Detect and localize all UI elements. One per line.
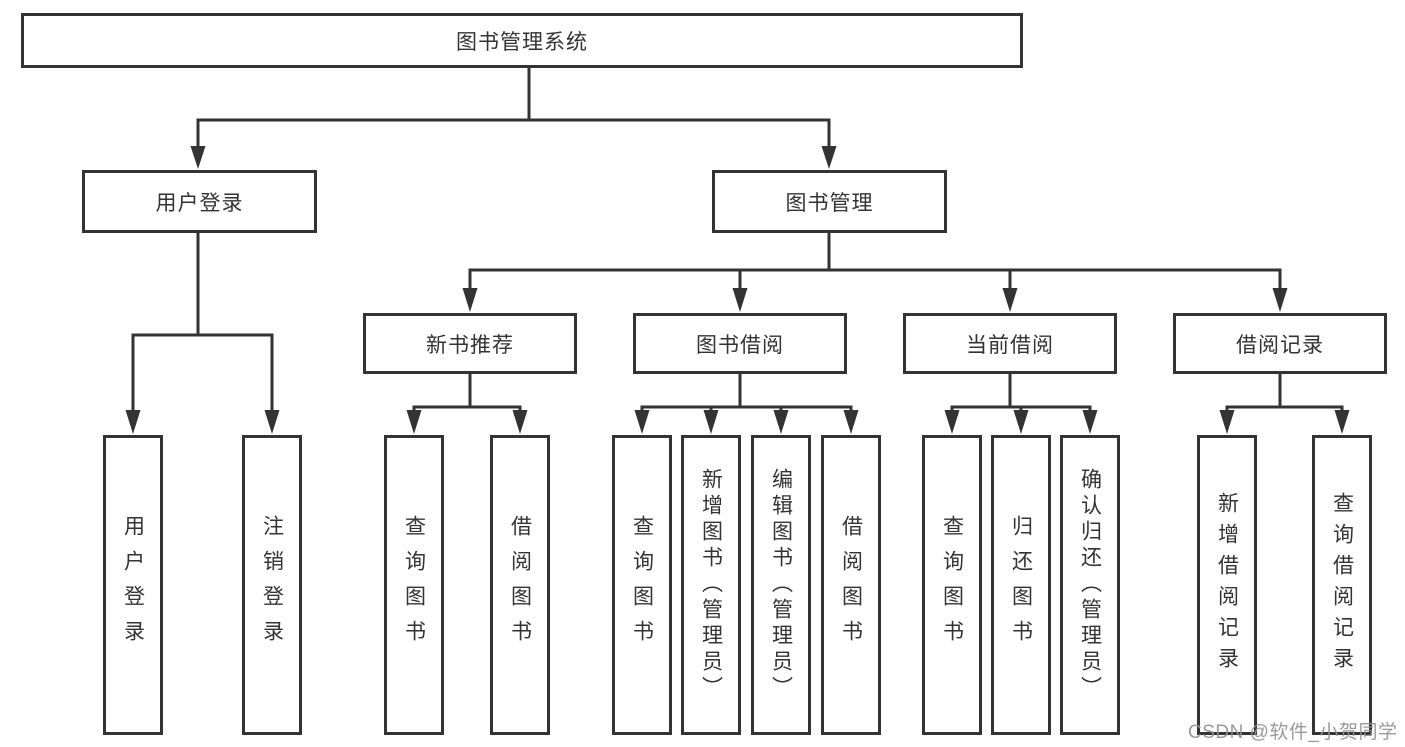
node-new-book-recommend-label: 新书推荐 (426, 333, 514, 357)
node-user-login-label: 用户登录 (155, 191, 244, 215)
leaf-add-book-admin: 新增图书（管理员） (681, 435, 741, 735)
leaf-query-borrow-record-label: 查询借阅记录 (1330, 492, 1354, 678)
connector-root-to-level2 (190, 68, 837, 169)
leaf-user-login: 用户登录 (103, 435, 163, 735)
node-borrowing-records: 借阅记录 (1173, 313, 1387, 374)
leaf-add-borrow-record-label: 新增借阅记录 (1215, 492, 1239, 678)
leaf-confirm-return-admin-label: 确认归还（管理员） (1078, 468, 1102, 702)
node-new-book-recommend: 新书推荐 (363, 313, 577, 374)
node-root-label: 图书管理系统 (456, 30, 588, 54)
leaf-borrow-book-newbooks-label: 借阅图书 (508, 515, 532, 655)
leaf-query-books-borrow-label: 查询图书 (630, 515, 654, 655)
connector-book-borrow-to-leaves (634, 374, 859, 434)
leaf-query-books-current: 查询图书 (922, 435, 982, 735)
node-book-management-label: 图书管理 (785, 191, 874, 215)
leaf-confirm-return-admin: 确认归还（管理员） (1060, 435, 1120, 735)
node-book-borrowing: 图书借阅 (633, 313, 847, 374)
connector-new-books-to-leaves (406, 374, 528, 434)
leaf-add-borrow-record: 新增借阅记录 (1197, 435, 1257, 735)
csdn-watermark: CSDN @软件_小贺同学 (1188, 722, 1398, 743)
leaf-query-books-current-label: 查询图书 (940, 515, 964, 655)
leaf-borrow-book-label: 借阅图书 (839, 515, 863, 655)
connector-current-borrow-to-leaves (944, 374, 1098, 434)
node-book-management: 图书管理 (712, 170, 947, 233)
leaf-query-books-newbooks: 查询图书 (384, 435, 444, 735)
connector-book-mgmt-to-level3 (462, 233, 1288, 312)
node-borrowing-records-label: 借阅记录 (1236, 333, 1324, 357)
leaf-logout: 注销登录 (242, 435, 302, 735)
leaf-add-book-admin-label: 新增图书（管理员） (699, 468, 723, 702)
node-user-login: 用户登录 (82, 170, 317, 233)
leaf-query-books-borrow: 查询图书 (612, 435, 672, 735)
leaf-logout-label: 注销登录 (260, 515, 284, 655)
leaf-query-borrow-record: 查询借阅记录 (1312, 435, 1372, 735)
node-root: 图书管理系统 (21, 13, 1023, 68)
leaf-borrow-book: 借阅图书 (821, 435, 881, 735)
node-book-borrowing-label: 图书借阅 (696, 333, 784, 357)
leaf-borrow-book-newbooks: 借阅图书 (490, 435, 550, 735)
leaf-edit-book-admin: 编辑图书（管理员） (751, 435, 811, 735)
leaf-edit-book-admin-label: 编辑图书（管理员） (769, 468, 793, 702)
leaf-user-login-label: 用户登录 (121, 515, 145, 655)
leaf-query-books-newbooks-label: 查询图书 (402, 515, 426, 655)
leaf-return-book-label: 归还图书 (1009, 515, 1033, 655)
leaf-return-book: 归还图书 (991, 435, 1051, 735)
connector-borrow-records-to-leaves (1219, 374, 1350, 434)
node-current-borrowing: 当前借阅 (903, 313, 1117, 374)
node-current-borrowing-label: 当前借阅 (966, 333, 1054, 357)
connector-user-login-to-leaves (125, 233, 280, 434)
